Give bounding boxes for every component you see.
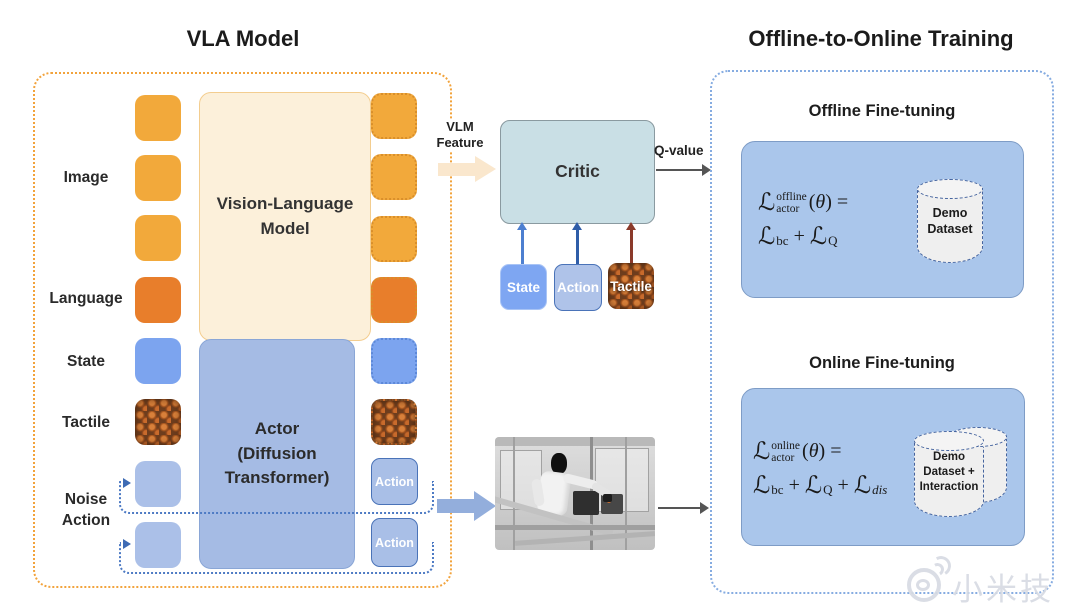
tactile-arrowhead-icon xyxy=(626,222,636,230)
action-output-box-2: Action xyxy=(371,518,418,567)
photo-control-box-1 xyxy=(573,491,599,515)
weibo-logo-icon xyxy=(905,553,954,602)
vlm-out-token-3 xyxy=(371,216,417,262)
deploy-arrow-icon xyxy=(437,499,474,513)
deploy-arrowhead-icon xyxy=(474,491,496,521)
vlm-out-language-token xyxy=(371,277,417,323)
input-label-image: Image xyxy=(63,169,109,186)
vla-model-container xyxy=(33,72,452,588)
demo-dataset-database-icon: Demo Dataset xyxy=(917,179,983,263)
photo-rail-2 xyxy=(514,531,655,546)
interaction-arrow-line xyxy=(658,507,702,509)
q-value-arrow-line xyxy=(656,169,704,171)
input-label-language: Language xyxy=(49,290,123,307)
action-arrowhead-icon xyxy=(572,222,582,230)
action-feedback-loop-2 xyxy=(119,542,434,574)
image-token-3 xyxy=(135,215,181,261)
input-label-noise-action: Noise Action xyxy=(61,491,111,529)
photo-frame-3 xyxy=(625,437,627,550)
photo-ceiling xyxy=(495,437,655,446)
vlm-feature-arrowhead-icon xyxy=(475,156,496,182)
language-token xyxy=(135,277,181,323)
state-stem-line xyxy=(521,228,524,265)
vlm-out-state-token xyxy=(371,338,417,384)
training-panel-container xyxy=(710,70,1054,594)
q-value-arrowhead-icon xyxy=(702,164,711,176)
feedback-arrowhead-1-icon xyxy=(123,478,131,488)
image-token-2 xyxy=(135,155,181,201)
image-token-1 xyxy=(135,95,181,141)
photo-rail-1 xyxy=(495,525,655,530)
input-label-state: State xyxy=(67,353,105,370)
interaction-arrowhead-icon xyxy=(700,502,709,514)
photo-robot-head xyxy=(551,453,567,474)
vla-model-title: VLA Model xyxy=(186,26,300,51)
photo-frame-1 xyxy=(513,437,515,550)
action-stem-line xyxy=(576,228,579,265)
q-value-label: Q-value xyxy=(654,143,704,158)
photo-robot-gripper xyxy=(603,494,612,502)
state-token xyxy=(135,338,181,384)
demo-dataset-label: Demo Dataset xyxy=(927,206,973,237)
action-output-box-1: Action xyxy=(371,458,418,505)
critic-input-tactile: Tactile xyxy=(608,263,654,309)
vision-language-model-box: Vision-Language Model xyxy=(199,92,371,341)
watermark-text: 小米技术 xyxy=(952,572,1054,607)
critic-box: Critic xyxy=(500,120,655,224)
feedback-arrowhead-2-icon xyxy=(123,539,131,549)
robot-workcell-photo xyxy=(495,437,655,550)
critic-input-action: Action xyxy=(554,264,602,311)
vlm-out-token-2 xyxy=(371,154,417,200)
vlm-out-tactile-token xyxy=(371,399,417,445)
state-arrowhead-icon xyxy=(517,222,527,230)
critic-input-state: State xyxy=(500,264,547,310)
action-feedback-loop-1 xyxy=(119,481,434,514)
input-label-tactile: Tactile xyxy=(62,414,110,431)
vlm-out-token-1 xyxy=(371,93,417,139)
noise-action-token-1 xyxy=(135,461,181,507)
formula-cal-l: ℒ xyxy=(758,188,776,216)
noise-action-token-2 xyxy=(135,522,181,568)
interaction-dataset-database-icon: Demo Dataset + Interaction xyxy=(914,431,984,517)
offline-to-online-title: Offline-to-Online Training xyxy=(748,26,1014,51)
tactile-token xyxy=(135,399,181,445)
vlm-feature-arrow-icon xyxy=(438,163,475,176)
vlm-feature-label: VLM Feature xyxy=(430,119,490,152)
actor-box: Actor (Diffusion Transformer) xyxy=(199,339,355,569)
online-finetuning-heading: Online Fine-tuning xyxy=(809,354,955,372)
offline-finetuning-heading: Offline Fine-tuning xyxy=(808,102,956,120)
tactile-stem-line xyxy=(630,228,633,265)
interaction-dataset-label: Demo Dataset + Interaction xyxy=(919,451,979,493)
